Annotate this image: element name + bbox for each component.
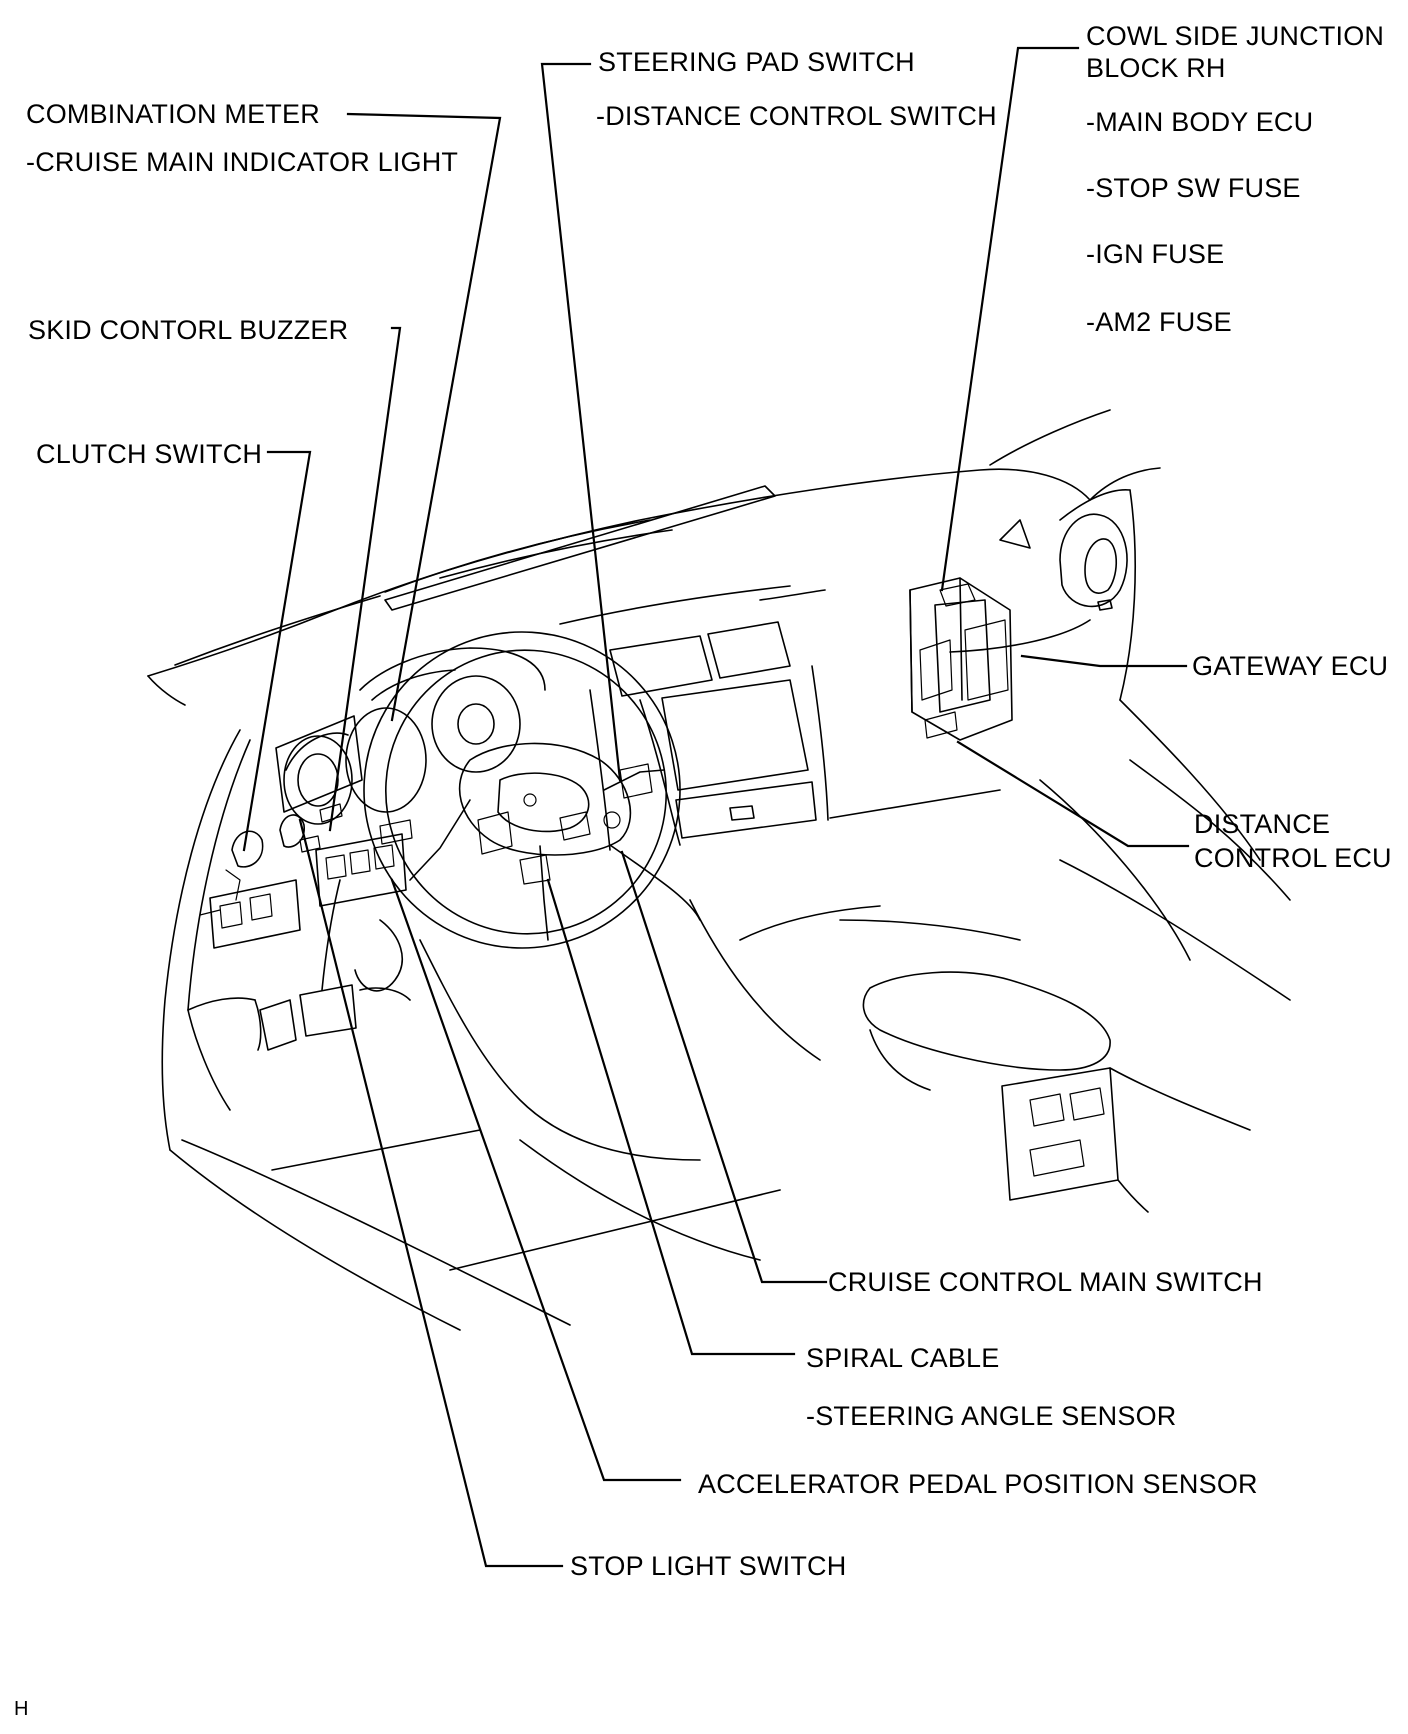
lower-dash-switches: [199, 814, 413, 992]
leader-lines: [242, 46, 1190, 1568]
label-distance-control-ecu-line1: DISTANCE: [1194, 809, 1331, 839]
label-stop-light-switch: STOP LIGHT SWITCH: [570, 1551, 847, 1581]
label-skid-control-buzzer: SKID CONTORL BUZZER: [28, 315, 349, 345]
label-accelerator-pedal-position-sensor: ACCELERATOR PEDAL POSITION SENSOR: [698, 1469, 1258, 1499]
ecu-block-drawing: [909, 577, 1013, 741]
leader-spiral-cable: [546, 878, 796, 1356]
center-console: [559, 585, 1001, 921]
label-cruise-control-main-switch: CRUISE CONTROL MAIN SWITCH: [828, 1267, 1263, 1297]
label-steering-pad-switch: STEERING PAD SWITCH: [598, 47, 915, 77]
label-steering-angle-sensor: -STEERING ANGLE SENSOR: [806, 1401, 1177, 1431]
footer-mark: H: [14, 1698, 29, 1720]
label-stop-sw-fuse: -STOP SW FUSE: [1086, 173, 1301, 203]
label-cowl-side-junction-block-line2: BLOCK RH: [1086, 53, 1226, 83]
label-ign-fuse: -IGN FUSE: [1086, 239, 1225, 269]
instrument-cluster: [275, 647, 546, 853]
label-clutch-switch: CLUTCH SWITCH: [36, 439, 263, 469]
armrest-console: [862, 779, 1291, 1213]
leader-combination-meter: [346, 112, 502, 722]
label-combination-meter: COMBINATION METER: [26, 99, 320, 129]
leader-skid-control-buzzer: [328, 326, 402, 832]
leader-clutch-switch: [242, 450, 312, 852]
label-am2-fuse: -AM2 FUSE: [1086, 307, 1232, 337]
dashboard-outline: [147, 409, 1161, 706]
label-main-body-ecu: -MAIN BODY ECU: [1086, 107, 1314, 137]
pedals-floor: [259, 899, 881, 1271]
label-distance-control-switch: -DISTANCE CONTROL SWITCH: [596, 101, 997, 131]
right-side-body: [839, 699, 1291, 941]
leader-accelerator-pedal-position-sensor: [390, 878, 682, 1482]
label-distance-control-ecu-line2: CONTROL ECU: [1194, 843, 1392, 873]
label-gateway-ecu: GATEWAY ECU: [1192, 651, 1389, 681]
steering-wheel: [363, 631, 681, 949]
label-cruise-main-indicator-light: -CRUISE MAIN INDICATOR LIGHT: [26, 147, 459, 177]
leader-stop-light-switch: [298, 818, 564, 1568]
label-spiral-cable: SPIRAL CABLE: [806, 1343, 1000, 1373]
leader-cowl-side-junction-block: [940, 46, 1080, 592]
leader-cruise-control-main-switch: [620, 850, 828, 1284]
leader-steering-pad-switch: [540, 62, 622, 782]
leader-gateway-ecu: [1020, 654, 1188, 668]
leader-distance-control-ecu: [956, 740, 1190, 848]
left-door-body: [161, 729, 571, 1331]
label-cowl-side-junction-block-line1: COWL SIDE JUNCTION: [1086, 21, 1385, 51]
